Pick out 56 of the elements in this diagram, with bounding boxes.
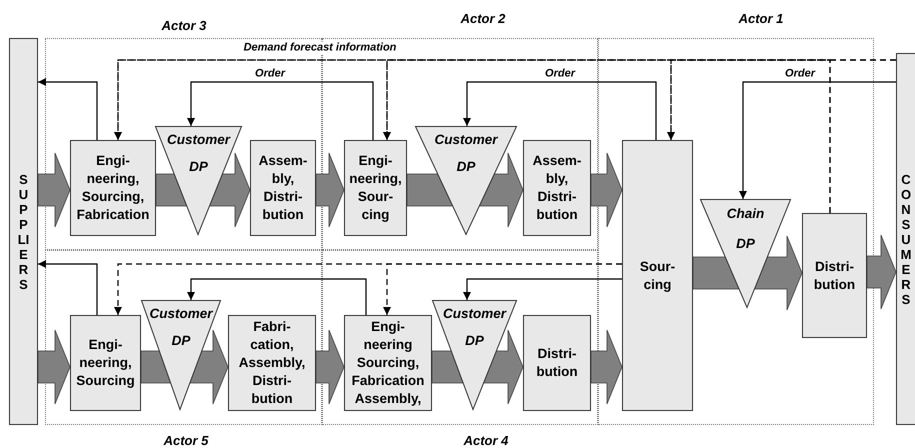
- process-label: Engi- neering, Sourcing, Fabrication: [76, 152, 150, 224]
- decision-point-label: Customer DP: [167, 131, 230, 176]
- consumer-bar: [896, 53, 915, 425]
- flow-arrow: [590, 330, 622, 404]
- order-arrow: [463, 81, 657, 140]
- flow-arrow: [316, 152, 344, 228]
- process-box: [70, 315, 141, 411]
- process-label: Engi- neering, Sourcing: [76, 336, 135, 390]
- order-arrow: [187, 81, 374, 140]
- process-box: [523, 315, 591, 411]
- order-arrow: [38, 78, 98, 140]
- decision-point-label: Chain DP: [726, 205, 764, 253]
- order-arrow: [463, 278, 622, 300]
- process-label: Assem- bly, Distri- bution: [532, 152, 582, 224]
- actor-label: Actor 1: [738, 11, 784, 26]
- decision-point-label: Customer DP: [434, 131, 498, 176]
- process-label: Distri- bution: [814, 258, 856, 294]
- process-box: [70, 140, 156, 236]
- flow-arrow: [140, 330, 228, 404]
- process-box: [622, 140, 693, 411]
- order-arrow: [187, 278, 367, 315]
- process-label: Engi- neering Sourcing, Fabrication Assembly,: [352, 318, 424, 408]
- process-label: Engi- neering, Sour- cing: [349, 152, 402, 224]
- flow-arrow: [866, 234, 896, 310]
- actor-label: Actor 5: [164, 433, 208, 448]
- flow-arrow: [432, 330, 524, 404]
- process-label: Assem- bly, Distri- bution: [258, 152, 308, 224]
- actor-label: Actor 4: [464, 433, 508, 448]
- supplier-bar: [9, 38, 38, 425]
- note-label: Demand forecast information: [242, 42, 398, 54]
- process-box: [344, 140, 407, 236]
- process-box: [344, 315, 432, 411]
- decision-point-label: Customer DP: [150, 305, 212, 350]
- flow-arrow: [590, 152, 622, 228]
- process-label: Fabri- cation, Assembly, Distri- bution: [238, 318, 306, 408]
- process-box: [523, 140, 591, 236]
- order-arrow: [38, 260, 98, 315]
- flow-arrow: [406, 152, 524, 228]
- process-box: [250, 140, 316, 236]
- flow-arrow: [316, 330, 344, 404]
- flow-arrow: [156, 152, 250, 228]
- vertical-label: SUPPLIERS: [17, 172, 30, 292]
- process-box: [802, 213, 867, 338]
- actor-label: Actor 2: [460, 11, 506, 26]
- order-arrow: [739, 81, 896, 199]
- vertical-label: CONSUMERS: [900, 172, 912, 306]
- flow-arrow: [38, 330, 70, 404]
- decision-point-label: Customer DP: [443, 305, 506, 350]
- flow-arrow: [692, 236, 802, 310]
- process-label: Distri- bution: [536, 345, 578, 381]
- process-box: [228, 315, 316, 411]
- actor-label: Actor 3: [162, 18, 206, 33]
- forecast-arrow: [667, 59, 831, 213]
- process-label: Sour- cing: [640, 258, 676, 294]
- flow-arrow: [38, 152, 70, 228]
- forecast-arrow: [383, 263, 622, 315]
